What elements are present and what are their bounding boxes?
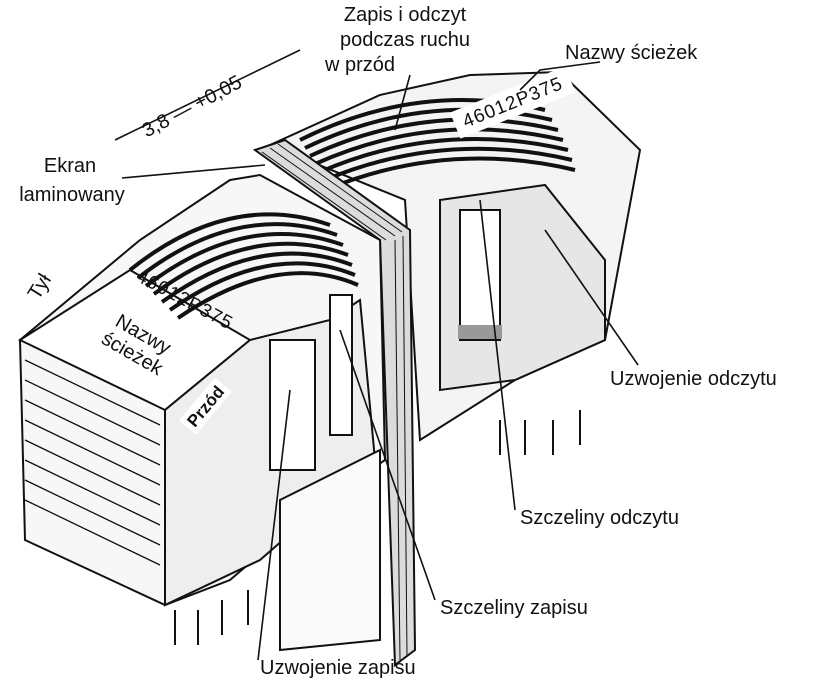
write-head-block	[17, 173, 387, 652]
label-screen-2: laminowany	[19, 184, 125, 206]
label-read-gaps: Szczeliny odczytu	[520, 507, 679, 529]
label-write-read-forward-1: Zapis i odczyt	[344, 4, 467, 26]
label-write-read-forward-2: podczas ruchu	[340, 29, 470, 51]
dimension-line	[114, 49, 301, 141]
label-write-gaps: Szczeliny zapisu	[440, 597, 588, 619]
label-read-winding: Uzwojenie odczytu	[610, 368, 777, 390]
read-head-block	[267, 70, 642, 455]
label-screen-1: Ekran	[44, 155, 96, 177]
label-track-names-top: Nazwy ścieżek	[565, 42, 698, 64]
leader-lines	[121, 61, 639, 661]
label-write-read-forward-3: w przód	[324, 54, 395, 76]
label-write-winding: Uzwojenie zapisu	[260, 657, 416, 679]
back-label: Tył	[24, 270, 56, 304]
dimension-label: 3,8 — +0,05	[139, 71, 246, 142]
